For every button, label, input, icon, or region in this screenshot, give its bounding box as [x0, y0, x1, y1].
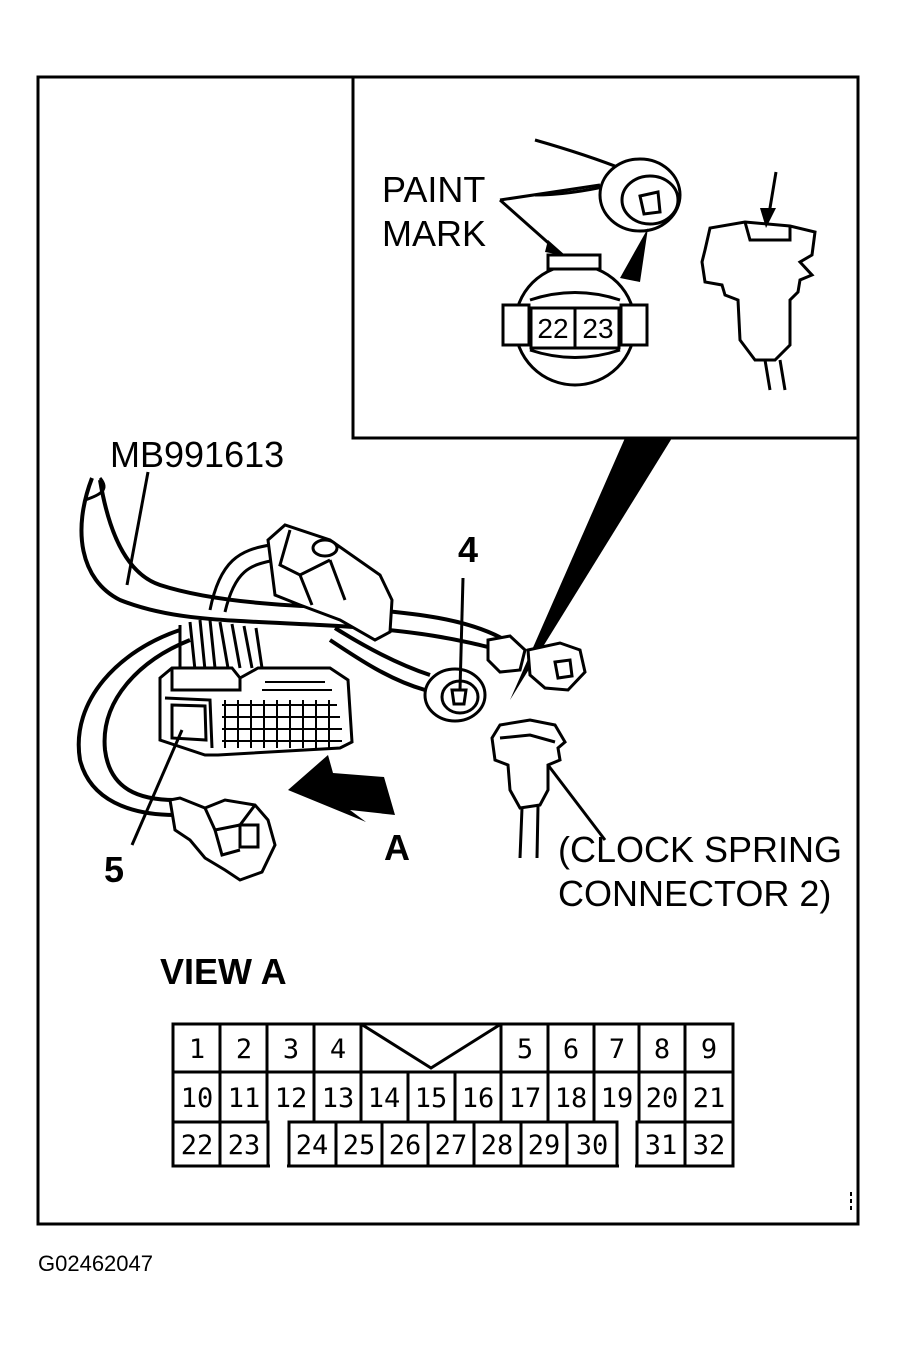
pin-2: 2 [236, 1034, 252, 1065]
item-4-label: 4 [458, 529, 478, 570]
pin-7: 7 [609, 1034, 625, 1065]
pin-27: 27 [435, 1130, 468, 1161]
pin-19: 19 [601, 1083, 634, 1114]
view-a-arrow [288, 755, 395, 822]
item-5-label: 5 [104, 849, 124, 890]
pin-11: 11 [228, 1083, 261, 1114]
pin-20: 20 [646, 1083, 679, 1114]
pin-26: 26 [389, 1130, 422, 1161]
pin-25: 25 [343, 1130, 376, 1161]
pin-9: 9 [701, 1034, 717, 1065]
pin-30: 30 [576, 1130, 609, 1161]
pin-14: 14 [368, 1083, 401, 1114]
figure-id: G02462047 [38, 1251, 153, 1276]
view-a-title: VIEW A [160, 951, 287, 992]
pin-6: 6 [563, 1034, 579, 1065]
view-a-pin-layout [171, 1022, 735, 1170]
pin-31: 31 [645, 1130, 678, 1161]
connector-pin-texture [222, 681, 342, 748]
pin-29: 29 [528, 1130, 561, 1161]
clock-spring-label-line1: (CLOCK SPRING [558, 829, 842, 870]
pin-8: 8 [654, 1034, 670, 1065]
pin-5: 5 [517, 1034, 533, 1065]
paint-mark-label-line2: MARK [382, 213, 486, 254]
inset-drawing [499, 138, 817, 391]
paint-mark-label-line1: PAINT [382, 169, 485, 210]
pin-10: 10 [181, 1083, 214, 1114]
pin-12: 12 [275, 1083, 308, 1114]
clock-spring-label-line2: CONNECTOR 2) [558, 873, 831, 914]
pin-23: 23 [228, 1130, 261, 1161]
pin-32: 32 [693, 1130, 726, 1161]
pin-1: 1 [189, 1034, 205, 1065]
pin-15: 15 [415, 1083, 448, 1114]
pin-4: 4 [330, 1034, 346, 1065]
pin-3: 3 [283, 1034, 299, 1065]
pin-28: 28 [481, 1130, 514, 1161]
pin-16: 16 [462, 1083, 495, 1114]
tool-number-label: MB991613 [110, 434, 284, 475]
pin-17: 17 [509, 1083, 542, 1114]
harness-drawing [76, 471, 607, 882]
pin-13: 13 [322, 1083, 355, 1114]
pin-21: 21 [693, 1083, 726, 1114]
arrow-a-label: A [384, 827, 410, 868]
inset-pin-22: 22 [537, 313, 568, 344]
inset-pointer-wedge [510, 438, 672, 700]
pin-18: 18 [555, 1083, 588, 1114]
pin-22: 22 [181, 1130, 214, 1161]
inset-pin-23: 23 [582, 313, 613, 344]
pin-24: 24 [296, 1130, 329, 1161]
